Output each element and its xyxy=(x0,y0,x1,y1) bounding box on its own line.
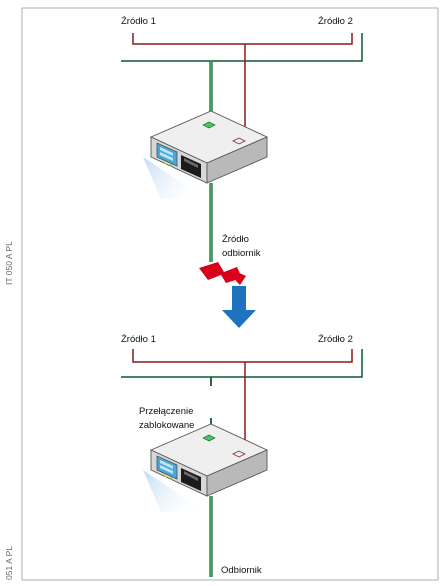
bottom-source1-line xyxy=(132,349,353,363)
bottom-source1-label: Źródło 1 xyxy=(121,334,156,345)
outer-frame xyxy=(21,7,439,581)
load-label: Odbiornik xyxy=(221,565,262,576)
bottom-diagram: Źródło 1 Źródło 2 Przełączenie zablokowa… xyxy=(121,334,363,577)
fault-label-line1: Źródło xyxy=(222,234,249,245)
locked-label-line1: Przełączenie xyxy=(139,406,193,417)
locked-label-line2: zablokowane xyxy=(139,420,194,431)
fault-label-line2: odbiornik xyxy=(222,248,261,259)
bottom-transfer-switch xyxy=(142,423,268,513)
bottom-source2-label: Źródło 2 xyxy=(318,334,353,345)
top-source2-line xyxy=(121,33,363,62)
side-code-bottom: 051 A PL xyxy=(4,546,14,580)
top-source1-line xyxy=(132,33,353,45)
top-diagram: Źródło 1 Źródło 2 Źródło odbiornik xyxy=(121,16,363,285)
top-source2-label: Źródło 2 xyxy=(318,16,353,27)
bottom-source2-line xyxy=(121,349,363,378)
side-code-top: IT 050 A PL xyxy=(4,241,14,285)
fault-lightning-icon xyxy=(199,262,246,285)
top-transfer-switch xyxy=(142,110,268,200)
top-source1-label: Źródło 1 xyxy=(121,16,156,27)
transition-down-arrow xyxy=(222,286,256,328)
